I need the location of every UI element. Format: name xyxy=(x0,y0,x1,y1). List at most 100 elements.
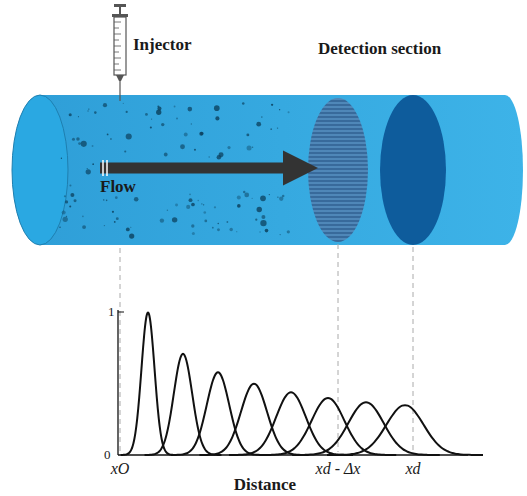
tracer-dot xyxy=(243,191,245,193)
axis-tick-label: 0 xyxy=(104,448,111,461)
tracer-dot xyxy=(61,158,62,159)
tracer-dot xyxy=(255,219,257,221)
tracer-dot xyxy=(110,138,112,140)
tracer-dot xyxy=(164,153,168,157)
concentration-curves xyxy=(121,313,483,455)
tracer-dot xyxy=(167,210,168,211)
axis-tick-label: 1 xyxy=(108,305,115,318)
tracer-dot xyxy=(227,146,230,149)
part-label: Injector xyxy=(133,36,192,53)
tracer-dot xyxy=(87,110,88,111)
concentration-curve xyxy=(260,398,397,455)
tracer-dot xyxy=(161,123,164,126)
tracer-dot xyxy=(82,225,86,229)
tracer-dot xyxy=(277,197,278,198)
tracer-dot xyxy=(204,220,207,223)
tracer-dot xyxy=(87,168,88,169)
tracer-dot xyxy=(126,133,132,139)
tracer-dot xyxy=(78,142,81,145)
tracer-dot xyxy=(78,116,79,117)
tracer-dot xyxy=(126,111,128,113)
tracer-dot xyxy=(189,198,193,202)
tracer-dot xyxy=(200,132,204,136)
position-label: xd xyxy=(405,461,420,477)
tracer-dot xyxy=(237,204,241,208)
tracer-dot xyxy=(106,199,108,201)
tracer-dot xyxy=(218,223,219,224)
tracer-dot xyxy=(156,110,161,115)
y-tick xyxy=(118,312,124,313)
tracer-dot xyxy=(201,203,202,204)
tracer-dot xyxy=(115,196,118,199)
tracer-dot xyxy=(246,133,249,136)
tracer-dot xyxy=(214,105,220,111)
tracer-dot xyxy=(172,217,177,222)
tracer-dot xyxy=(269,194,270,195)
tracer-dot xyxy=(184,133,188,137)
tracer-dot xyxy=(59,226,61,228)
tracer-dot xyxy=(214,206,216,208)
tracer-dot xyxy=(237,196,241,200)
tracer-dot xyxy=(257,207,262,212)
tracer-dot xyxy=(70,193,74,197)
tracer-dot xyxy=(151,118,152,119)
barrel-tick xyxy=(114,28,119,29)
barrel-tick xyxy=(114,70,121,71)
tracer-dot xyxy=(66,216,67,217)
tracer-dot xyxy=(69,113,72,116)
tracer-dot xyxy=(65,200,68,203)
tracer-dot xyxy=(192,232,195,235)
tracer-dot xyxy=(88,108,89,109)
position-label: xO xyxy=(111,461,130,477)
tracer-dot xyxy=(270,128,272,130)
tracer-dot xyxy=(279,197,283,201)
tracer-dot xyxy=(82,215,84,217)
plunger-rod xyxy=(119,7,121,14)
tracer-dot xyxy=(123,103,124,104)
tracer-dot xyxy=(191,123,192,124)
tracer-dot xyxy=(198,200,199,201)
tracer-dot xyxy=(252,146,253,147)
tracer-dot xyxy=(191,224,194,227)
tracer-dot xyxy=(174,106,176,108)
tracer-dot xyxy=(103,199,104,200)
tracer-dot xyxy=(92,145,94,147)
tracer-dot xyxy=(129,233,134,238)
tracer-dot xyxy=(208,156,209,157)
tracer-dot xyxy=(69,184,71,186)
tracer-dot xyxy=(265,229,269,233)
tracer-dot xyxy=(76,137,80,141)
tracer-dot xyxy=(261,215,265,219)
barrel-tick xyxy=(114,64,119,65)
tracer-dot xyxy=(247,145,252,150)
tracer-dot xyxy=(94,111,97,114)
barrel-tick xyxy=(114,58,121,59)
tracer-dot xyxy=(287,230,290,233)
pipe-inlet xyxy=(12,95,68,245)
guide-line xyxy=(413,247,414,452)
barrel-ticks xyxy=(114,22,121,70)
injector-syringe xyxy=(112,4,128,101)
tracer-dot xyxy=(256,122,261,127)
tracer-dot xyxy=(215,116,219,120)
tracer-dot xyxy=(134,197,139,202)
barrel-tick xyxy=(114,52,119,53)
tracer-dot xyxy=(180,144,185,149)
flow-arrow xyxy=(100,163,290,174)
detection-plane-start xyxy=(308,98,368,242)
tracer-dot xyxy=(189,194,191,196)
tracer-dot xyxy=(252,198,253,199)
part-label: Detection section xyxy=(318,40,441,57)
detection-plane-end xyxy=(380,95,446,245)
tracer-dot xyxy=(199,132,203,136)
tracer-dot xyxy=(229,228,232,231)
tracer-dot xyxy=(107,134,109,136)
tracer-dot xyxy=(126,228,130,232)
y-axis xyxy=(117,310,118,455)
tracer-dot xyxy=(260,195,266,201)
flow-arrow-tail xyxy=(102,160,104,176)
tracer-dot xyxy=(271,104,273,106)
tracer-dot xyxy=(203,204,204,205)
